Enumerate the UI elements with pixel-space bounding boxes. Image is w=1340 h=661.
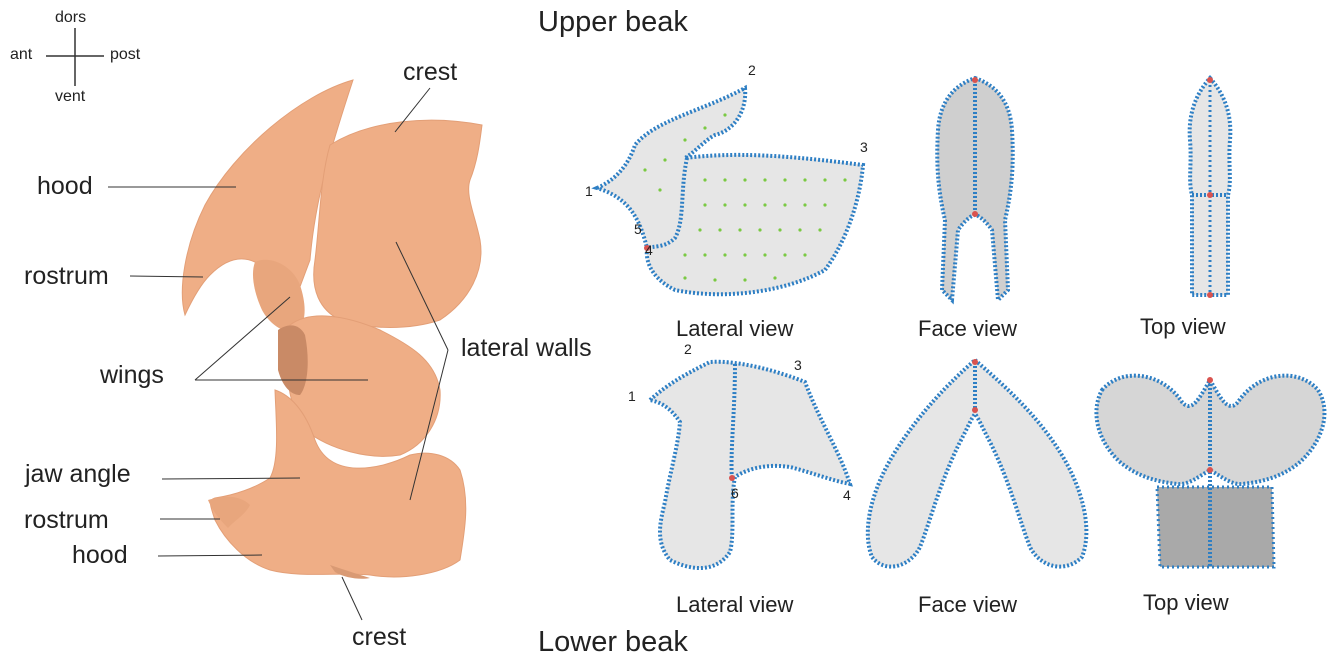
upper-lateral-landmark-5: 5 [634,222,642,236]
upper-beak-title: Upper beak [538,8,688,37]
lower-lateral-landmark-2: 2 [684,342,692,356]
lower-wing-shadow [278,325,308,395]
lower-lateral-landmark-3: 3 [794,358,802,372]
label-rostrum-top: rostrum [24,264,109,289]
lower-top-view-label: Top view [1143,592,1229,614]
lower-top-mesh [1092,352,1332,577]
label-hood-bottom: hood [72,543,128,568]
lower-lateral-landmark-4: 4 [843,488,851,502]
label-crest-bottom: crest [352,625,406,650]
upper-face-mesh [920,70,1030,310]
lower-lateral-landmark-1: 1 [628,389,636,403]
upper-lateral-landmark-4: 4 [645,243,653,257]
lower-lateral-mesh [640,352,870,582]
lower-face-view-label: Face view [918,594,1017,616]
upper-lateral-landmark-2: 2 [748,63,756,77]
upper-lateral-surface [597,88,863,294]
upper-lateral-view-label: Lateral view [676,318,793,340]
label-wings: wings [100,363,164,388]
lower-lateral-surface [650,362,850,568]
upper-lateral-landmark-1: 1 [585,184,593,198]
label-lateral-walls: lateral walls [461,336,592,361]
upper-lateral-landmark-3: 3 [860,140,868,154]
lower-top-underside [1157,487,1274,567]
label-crest-top: crest [403,60,457,85]
upper-face-view-label: Face view [918,318,1017,340]
upper-lateral-mesh [585,60,885,310]
lower-face-mesh [860,352,1100,582]
lower-face-surface [868,360,1087,567]
upper-top-view-label: Top view [1140,316,1226,338]
label-hood-top: hood [37,174,93,199]
lower-lateral-view-label: Lateral view [676,594,793,616]
upper-top-mesh [1170,70,1250,310]
label-rostrum-bottom: rostrum [24,508,109,533]
label-jaw-angle: jaw angle [25,462,131,487]
upper-lateral-wall-shape [314,120,482,327]
lower-beak-title: Lower beak [538,628,688,657]
lower-lateral-landmark-6: 6 [731,486,739,500]
